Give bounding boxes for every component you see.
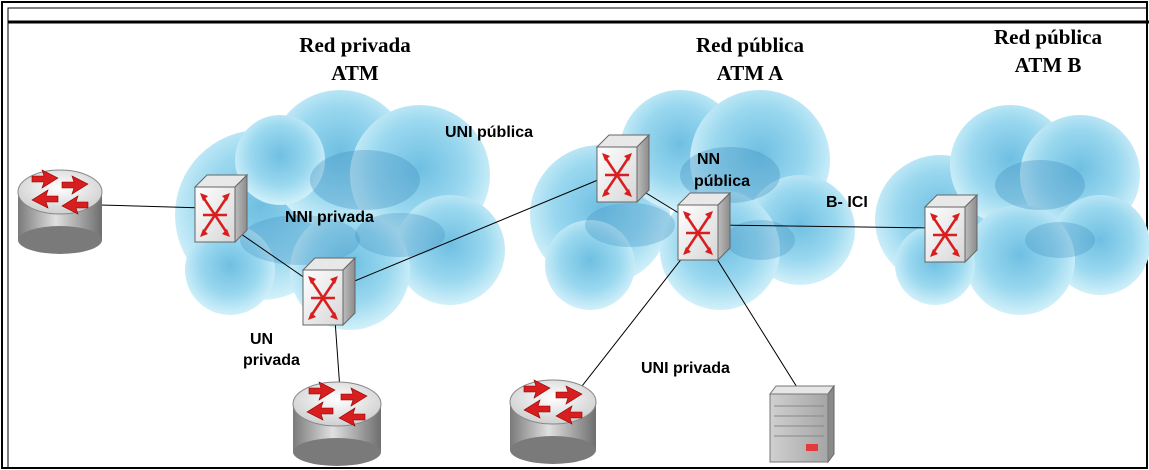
- atm-switch-private-1[interactable]: [193, 173, 249, 244]
- label-nni-privada: NNI privada: [285, 209, 374, 226]
- cloud-public-network-b: [875, 105, 1149, 315]
- link-router1-switch1: [99, 204, 206, 209]
- title-public-b-line1: Red pública: [994, 25, 1102, 49]
- atm-switch-private-2[interactable]: [301, 256, 357, 327]
- label-nni-publica-1: NN: [697, 151, 720, 168]
- link-switchA2-server: [709, 247, 801, 393]
- title-public-a-line1: Red pública: [696, 33, 804, 57]
- title-public-a-line2: ATM A: [717, 61, 785, 85]
- router-bottom-public[interactable]: [509, 379, 597, 464]
- atm-switch-public-a-2[interactable]: [676, 191, 732, 262]
- link-switchA2-switchB: [711, 224, 936, 229]
- label-uni-privada-left-2: privada: [243, 352, 300, 369]
- title-private-line2: ATM: [331, 61, 379, 85]
- atm-switch-public-a-1[interactable]: [595, 133, 651, 204]
- link-switch2-router2: [334, 319, 341, 391]
- label-nni-publica-2: pública: [694, 173, 750, 190]
- cloud-public-network-a: [530, 90, 855, 310]
- link-switch2-switchA1: [344, 174, 611, 286]
- label-b-ici: B- ICI: [826, 194, 868, 211]
- title-public-b-line2: ATM B: [1015, 53, 1082, 77]
- label-uni-privada-bottom: UNI privada: [641, 360, 730, 377]
- cloud-private-network: [175, 90, 505, 330]
- label-uni-publica: UNI pública: [445, 124, 533, 141]
- atm-switch-public-b[interactable]: [923, 193, 979, 264]
- router-bottom-private[interactable]: [292, 381, 382, 466]
- link-switchA2-router3: [574, 247, 691, 396]
- router-left[interactable]: [17, 169, 103, 254]
- label-uni-privada-left-1: UN: [250, 331, 273, 348]
- server-icon[interactable]: [769, 384, 835, 464]
- title-private-line1: Red privada: [299, 33, 411, 57]
